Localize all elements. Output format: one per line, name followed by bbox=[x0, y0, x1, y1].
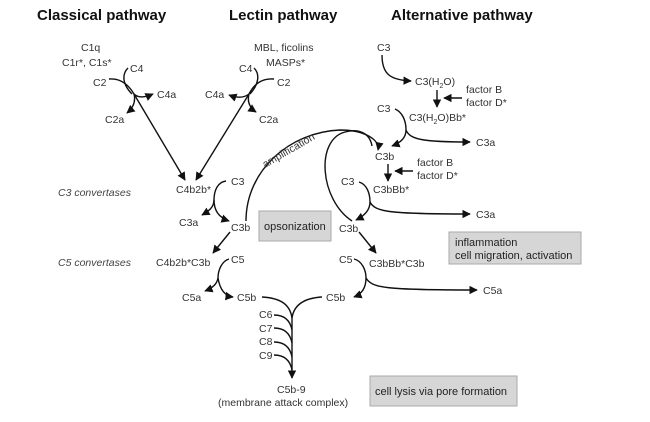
join-c9 bbox=[273, 354, 293, 371]
label-alt-c3a-2: C3a bbox=[476, 209, 495, 221]
header-lectin-pathway: Lectin pathway bbox=[229, 7, 338, 24]
label-c1r-c1s: C1r*, C1s* bbox=[62, 57, 112, 69]
outcome-box-inflammation bbox=[448, 231, 582, 265]
arrow-c5-into-alt-c5conv bbox=[353, 258, 367, 279]
arrow-lectin-to-c4b2b bbox=[195, 93, 250, 181]
arrow-to-c3b-1 bbox=[391, 129, 407, 148]
arrow-c3-into-c3h2obb bbox=[394, 108, 407, 131]
label-alt-c3-top: C3 bbox=[377, 42, 391, 54]
outcome-inflammation: inflammation bbox=[455, 237, 517, 249]
label-factor-b-2: factor B bbox=[417, 157, 453, 169]
arrow-classical-to-c4b2b bbox=[133, 93, 186, 181]
label-alt-c3b-2: C3b bbox=[339, 223, 358, 235]
arrow-lectin-c2a bbox=[247, 93, 257, 113]
arrow-c3-into-c4b2b bbox=[213, 180, 227, 201]
arrow-c3-into-c3bbb bbox=[358, 181, 371, 203]
arrow-to-c3a-1 bbox=[405, 129, 471, 147]
label-c3-convertases: C3 convertases bbox=[58, 187, 132, 199]
header-alternative-pathway: Alternative pathway bbox=[391, 7, 533, 24]
label-factor-d-2: factor D* bbox=[417, 170, 458, 182]
amplification-arc bbox=[245, 129, 384, 222]
arrow-to-alt-c5a bbox=[365, 277, 478, 295]
arrow-c3b-to-alt-c5conv bbox=[358, 231, 377, 254]
arrow-lectin-c4 bbox=[249, 67, 259, 95]
label-alt-c3a-1: C3a bbox=[476, 137, 495, 149]
label-classical-c4a: C4a bbox=[157, 89, 176, 101]
label-alt-c5a: C5a bbox=[483, 285, 502, 297]
arrow-to-classical-c5b bbox=[217, 277, 234, 301]
label-lectin-c4: C4 bbox=[239, 63, 253, 75]
outcome-opsonization: opsonization bbox=[264, 221, 326, 233]
arrow-to-alt-c5b bbox=[353, 277, 367, 299]
label-lectin-c2a: C2a bbox=[259, 114, 278, 126]
label-classical-c5: C5 bbox=[231, 254, 245, 266]
arrow-classical-c2 bbox=[108, 78, 135, 95]
arrow-c3-to-c3h2o bbox=[381, 54, 412, 85]
arrow-to-c3b bbox=[213, 199, 230, 223]
label-classical-c3b: C3b bbox=[231, 222, 250, 234]
label-c3bbb: C3bBb* bbox=[373, 184, 409, 196]
label-classical-c3a: C3a bbox=[179, 217, 198, 229]
arrow-lectin-c4a bbox=[228, 93, 250, 102]
label-c3h2obb: C3(H2O)Bb* bbox=[409, 112, 466, 126]
label-factor-d-1: factor D* bbox=[466, 97, 507, 109]
label-alt-c5b: C5b bbox=[326, 292, 345, 304]
label-classical-c3: C3 bbox=[231, 176, 245, 188]
label-lectin-c2: C2 bbox=[277, 77, 291, 89]
label-c5b-9: C5b-9 bbox=[277, 384, 306, 396]
arrow-lectin-c2 bbox=[248, 78, 275, 95]
arrow-to-c3a bbox=[201, 199, 215, 216]
label-c6: C6 bbox=[259, 309, 273, 321]
label-classical-c5a: C5a bbox=[182, 292, 201, 304]
label-c9: C9 bbox=[259, 350, 273, 362]
outcome-cell-migration: cell migration, activation bbox=[455, 250, 572, 262]
label-classical-c2a: C2a bbox=[105, 114, 124, 126]
label-c5-convertases: C5 convertases bbox=[58, 257, 132, 269]
outcome-box-opsonization bbox=[258, 210, 332, 242]
join-c7 bbox=[273, 327, 293, 344]
label-c3h2o: C3(H2O) bbox=[415, 76, 455, 90]
label-c1q: C1q bbox=[81, 42, 100, 54]
arrow-classical-c4a bbox=[133, 93, 154, 101]
label-amplification: amplification bbox=[261, 131, 318, 171]
label-classical-c2: C2 bbox=[93, 77, 107, 89]
label-c8: C8 bbox=[259, 336, 273, 348]
label-alt-c3-3: C3 bbox=[341, 176, 355, 188]
header-classical-pathway: Classical pathway bbox=[37, 7, 167, 24]
arrow-classical-c2a bbox=[126, 93, 136, 114]
label-masps: MASPs* bbox=[266, 57, 305, 69]
label-classical-c4: C4 bbox=[130, 63, 144, 75]
label-c4b2bc3b: C4b2b*C3b bbox=[156, 257, 210, 269]
arrow-to-classical-c5a bbox=[204, 277, 219, 293]
label-c7: C7 bbox=[259, 323, 273, 335]
label-lectin-c4a: C4a bbox=[205, 89, 224, 101]
merge-right-c5b bbox=[291, 296, 323, 319]
outcome-box-lysis bbox=[369, 375, 518, 407]
label-membrane-attack-complex: (membrane attack complex) bbox=[218, 397, 348, 409]
label-factor-b-1: factor B bbox=[466, 84, 502, 96]
label-c4b2b: C4b2b* bbox=[176, 184, 211, 196]
arrow-classical-c4 bbox=[123, 67, 133, 95]
merge-left-c5b bbox=[261, 296, 293, 319]
outcome-lysis: cell lysis via pore formation bbox=[375, 386, 507, 398]
join-c6 bbox=[273, 314, 293, 331]
alt-amplification-loop bbox=[324, 130, 373, 222]
arrow-to-c3b-2 bbox=[355, 201, 371, 221]
arrow-c3b-to-c5conv bbox=[212, 231, 231, 254]
label-alt-c5: C5 bbox=[339, 254, 353, 266]
label-c3bbbc3b: C3bBb*C3b bbox=[369, 258, 425, 270]
arrow-c5-into-c5conv bbox=[217, 258, 230, 279]
label-mbl-ficolins: MBL, ficolins bbox=[254, 42, 314, 54]
label-alt-c3b-1: C3b bbox=[375, 151, 394, 163]
join-c8 bbox=[273, 341, 293, 358]
label-alt-c3-2: C3 bbox=[377, 103, 391, 115]
arrow-to-c3a-2 bbox=[369, 201, 471, 219]
label-classical-c5b: C5b bbox=[237, 292, 256, 304]
